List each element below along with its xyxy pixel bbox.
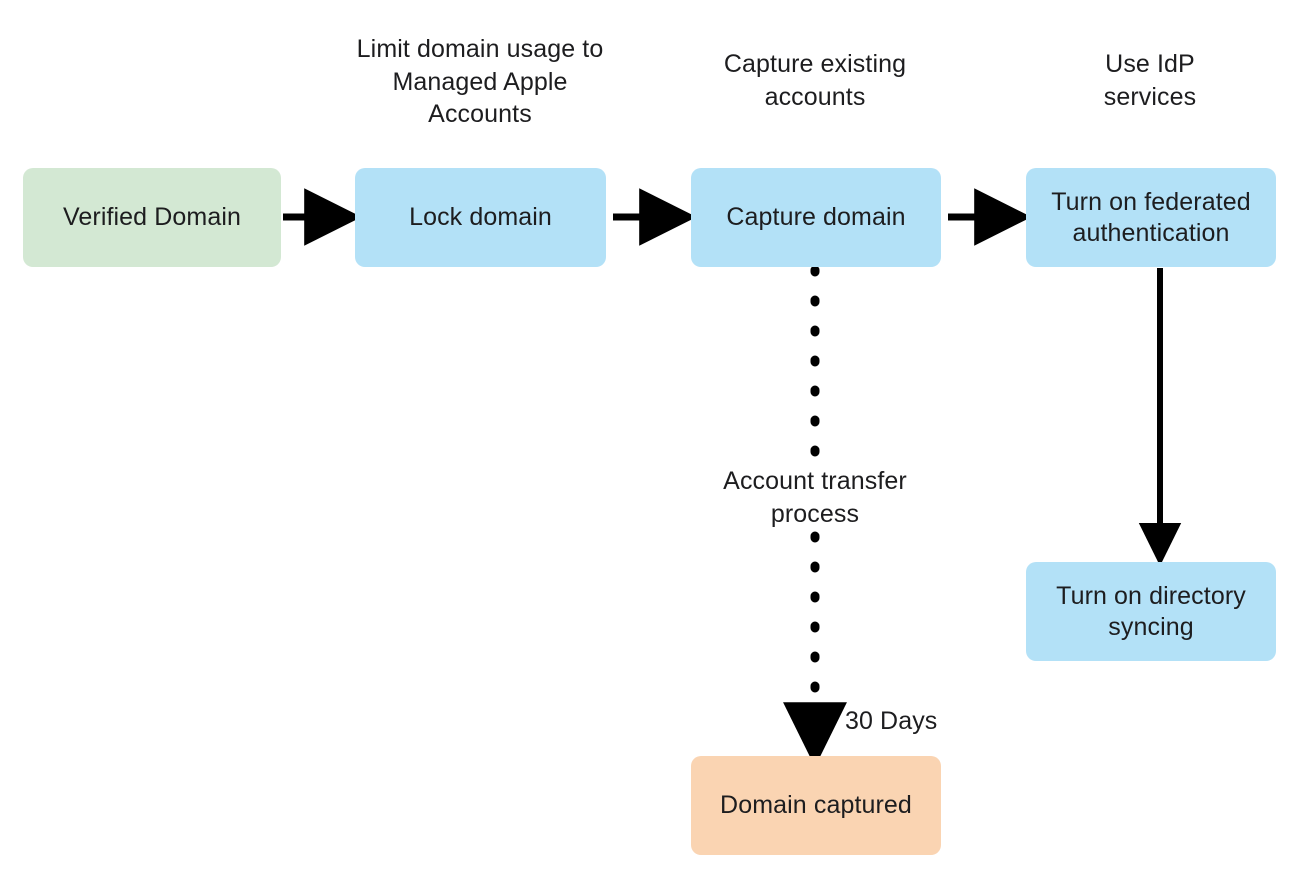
caption-lock-domain: Limit domain usage to Managed Apple Acco… (356, 35, 604, 128)
caption-federated-auth: Use IdP services (1103, 50, 1197, 111)
caption-capture-domain: Capture existing accounts (723, 50, 907, 111)
node-verified-domain[interactable]: Verified Domain (23, 168, 281, 267)
edge-label-thirty-days: 30 Days (845, 707, 938, 735)
node-domain-captured[interactable]: Domain captured (691, 756, 941, 855)
edge-label-account-transfer: Account transfer process (723, 467, 907, 528)
node-directory-syncing[interactable]: Turn on directory syncing (1026, 562, 1276, 661)
node-lock-domain[interactable]: Lock domain (355, 168, 606, 267)
node-capture-domain[interactable]: Capture domain (691, 168, 941, 267)
node-federated-auth[interactable]: Turn on federated authentication (1026, 168, 1276, 267)
